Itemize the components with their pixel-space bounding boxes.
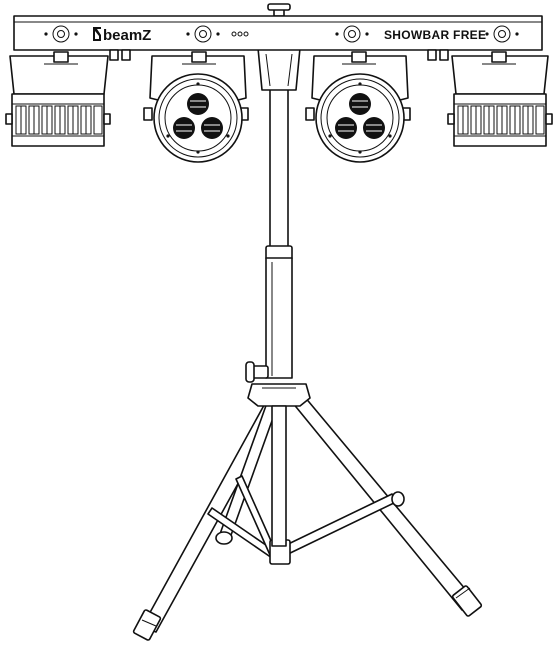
derby-effect-left	[5, 51, 111, 147]
center-pole	[245, 81, 311, 547]
led-par-left	[143, 51, 249, 163]
brand-name: beamZ	[103, 27, 151, 44]
mount-knob-4	[485, 25, 519, 43]
led-par-right	[305, 51, 411, 163]
par-led-lenses-right	[335, 93, 385, 139]
par-led-lenses-left	[173, 93, 223, 139]
mount-knob-2	[186, 25, 220, 43]
model-name: SHOWBAR FREE	[384, 28, 486, 42]
light-bar: beamZ SHOWBAR FREE	[13, 15, 543, 61]
derby-effect-right	[447, 51, 553, 147]
indicator-dots	[231, 31, 249, 37]
tripod-stand	[132, 395, 483, 641]
derby-lens-row-left	[15, 105, 103, 135]
derby-lens-row-right	[457, 105, 545, 135]
beamz-logo-icon	[93, 27, 101, 41]
mount-knob-1	[44, 25, 78, 43]
mount-knob-3	[335, 25, 369, 43]
